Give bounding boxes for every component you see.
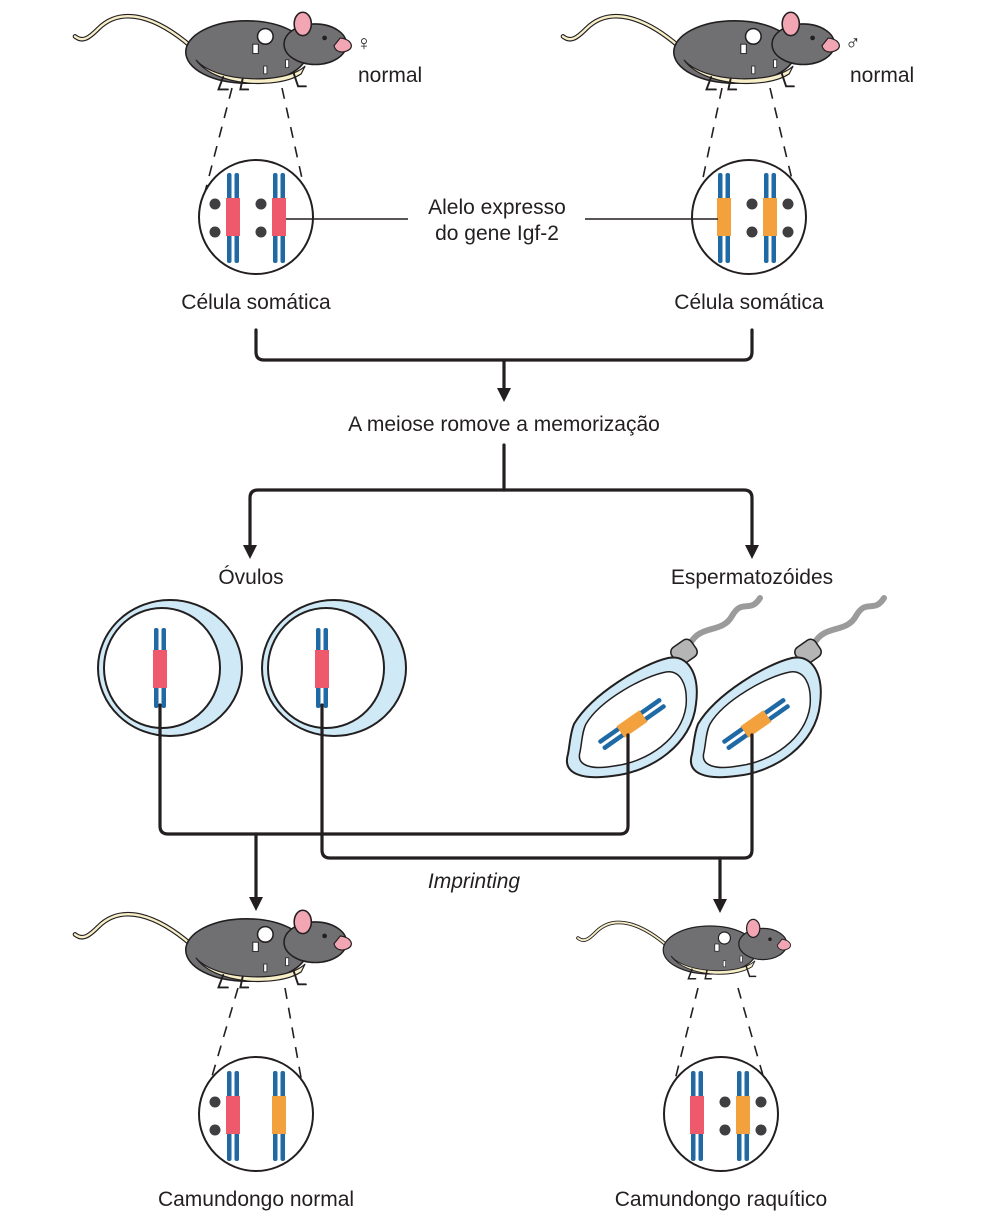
- expressed-allele-label-2: do gene Igf-2: [435, 222, 559, 245]
- female-symbol: ♀: [356, 32, 372, 55]
- offspring-normal-label: Camundongo normal: [158, 1188, 354, 1211]
- fertilization-path-normal: [158, 703, 630, 836]
- male-status: normal: [850, 64, 914, 87]
- split-bracket: [248, 488, 754, 550]
- arrow-head: [745, 545, 759, 559]
- arrow-head: [243, 545, 257, 559]
- arrow-head: [497, 388, 511, 402]
- zoom-line: [204, 87, 233, 193]
- offspring-mouse-dwarf: [576, 917, 793, 981]
- somatic-cell-label-female: Célula somática: [181, 291, 331, 314]
- imprinting-label: Imprinting: [428, 870, 521, 893]
- arrow-head: [713, 899, 727, 913]
- male-somatic-cell: [691, 159, 807, 275]
- offspring-dwarf-label: Camundongo raquítico: [615, 1188, 827, 1211]
- offspring-cell-dwarf: [663, 1056, 779, 1172]
- male-parent-mouse: [563, 12, 839, 89]
- expressed-allele-label-1: Alelo expresso: [428, 196, 566, 219]
- offspring-cell-normal: [198, 1056, 314, 1172]
- female-status: normal: [358, 64, 422, 87]
- egg-cell-2: [261, 599, 407, 737]
- zoom-line: [281, 87, 306, 193]
- egg-cell-1: [97, 599, 243, 737]
- offspring-mouse-normal: [75, 910, 351, 987]
- zoom-line: [769, 87, 796, 193]
- arrow-head: [249, 897, 263, 911]
- somatic-cell-label-male: Célula somática: [674, 291, 824, 314]
- fertilization-path-dwarf: [320, 703, 754, 860]
- eggs-label: Óvulos: [218, 566, 283, 589]
- female-somatic-cell: [198, 159, 314, 275]
- meiosis-label: A meiose romove a memorização: [348, 413, 660, 436]
- female-parent-mouse: [75, 12, 351, 89]
- sperm-label: Espermatozóides: [671, 566, 833, 589]
- zoom-line: [699, 87, 723, 193]
- merge-bracket: [254, 328, 754, 362]
- male-symbol: ♂: [845, 32, 861, 55]
